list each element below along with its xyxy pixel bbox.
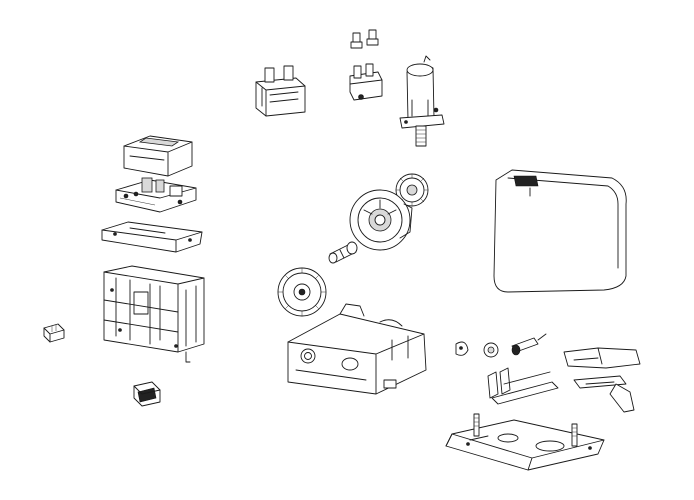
- transformer-icon: [255, 65, 306, 117]
- bushing-icon: [483, 342, 499, 358]
- housing-icon: [287, 303, 427, 395]
- connector-icon: [133, 381, 161, 407]
- gear-icon: [277, 267, 327, 317]
- gear-icon: [349, 189, 413, 251]
- pin-icon: [350, 29, 379, 49]
- circuit-board-icon: [115, 177, 197, 213]
- switch-icon: [349, 63, 383, 101]
- gland-icon: [43, 323, 65, 343]
- pin-icon: [511, 333, 547, 356]
- bracket-icon: [573, 375, 635, 413]
- cover-icon: [123, 135, 193, 177]
- bracket-icon: [101, 221, 203, 253]
- cam-icon: [455, 341, 469, 356]
- plate-icon: [445, 413, 605, 471]
- cover-icon: [493, 169, 627, 293]
- frame-icon: [103, 265, 205, 363]
- motor-icon: [399, 55, 445, 147]
- lever-icon: [563, 347, 641, 369]
- shaft-icon: [328, 241, 358, 264]
- bracket-icon: [487, 367, 559, 405]
- gear-icon: [395, 173, 429, 207]
